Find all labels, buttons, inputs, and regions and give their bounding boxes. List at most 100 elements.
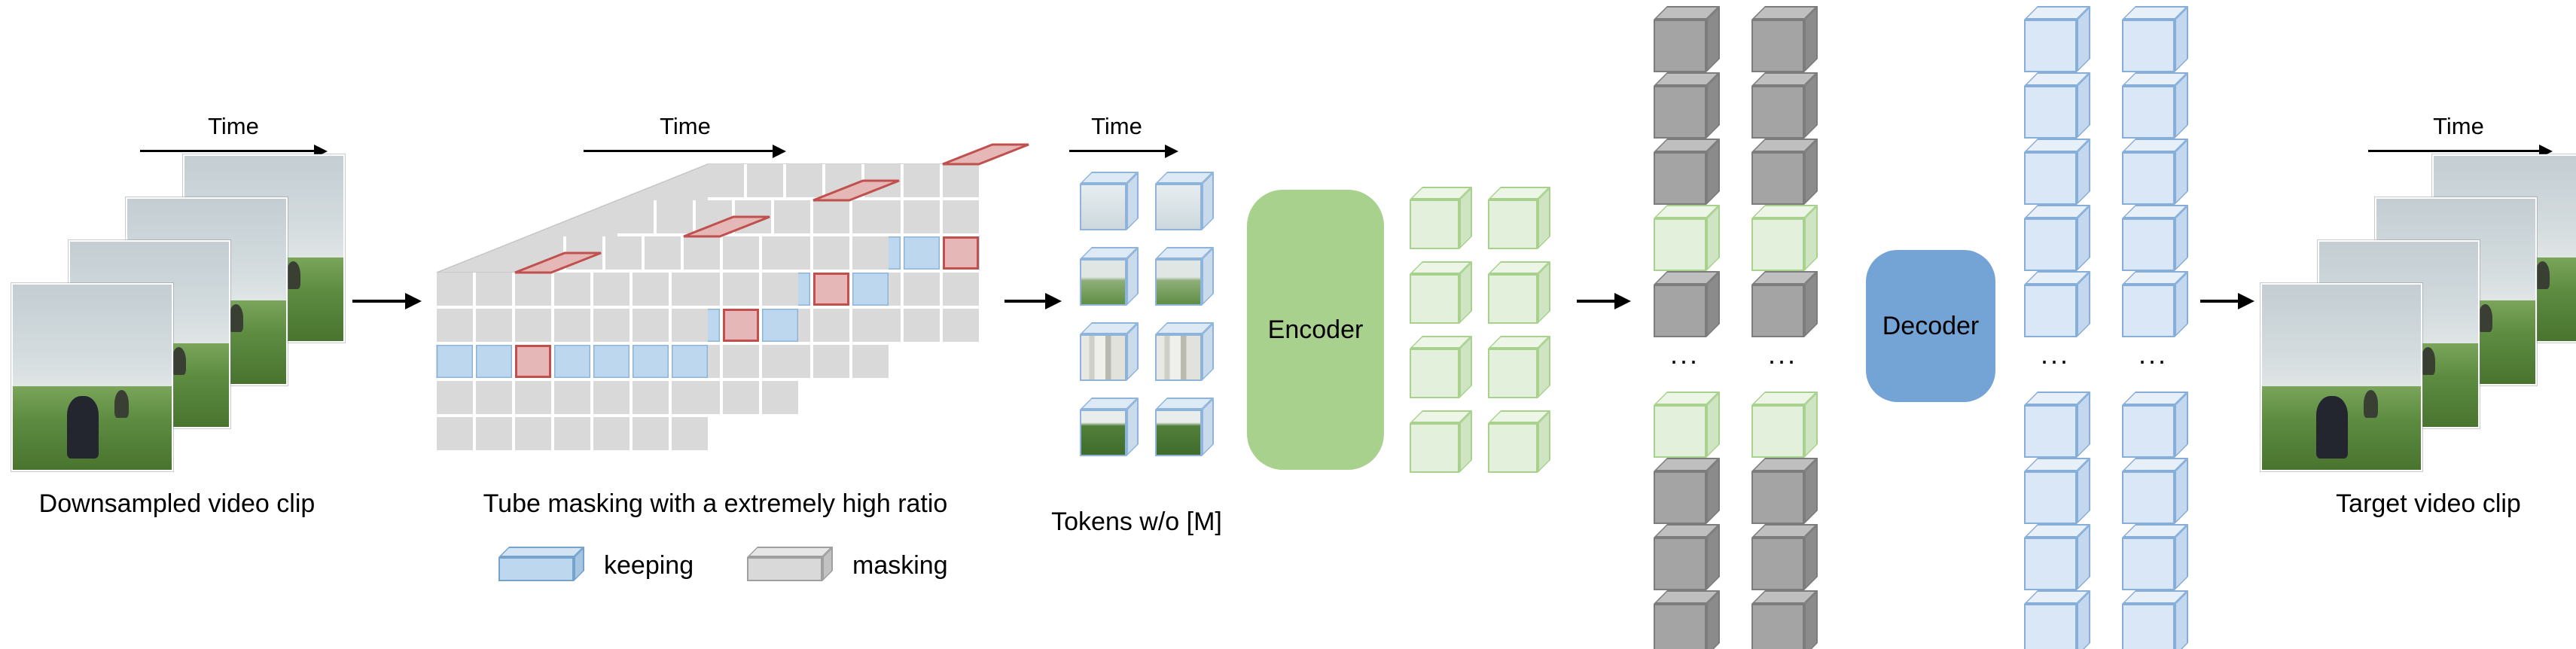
- highlighted-patch: [813, 273, 849, 306]
- cube-face-side: [1126, 398, 1139, 456]
- cube-face-front: [1080, 184, 1126, 230]
- masked-patch: [813, 309, 849, 342]
- cube-face-front: [1410, 274, 1459, 324]
- cube-face-front: [1080, 334, 1126, 381]
- cube-face-side: [1202, 398, 1214, 456]
- highlighted-patch: [515, 345, 551, 378]
- kept-patch: [476, 345, 512, 378]
- masked-patch: [437, 417, 473, 450]
- masked-patch: [593, 417, 630, 450]
- masked-patch: [515, 309, 551, 342]
- cube-face-front: [1751, 405, 1804, 458]
- time-arrow-output: [2368, 144, 2553, 158]
- cube-face-front: [2024, 20, 2077, 72]
- tokens-caption: Tokens w/o [M]: [1051, 507, 1222, 536]
- flow-arrow-1: [352, 293, 422, 309]
- masked-patch: [476, 417, 512, 450]
- masked-patch: [617, 200, 654, 233]
- cube-face-front: [2024, 285, 2077, 337]
- visible-token-cube: [1155, 322, 1214, 381]
- masked-patch: [762, 345, 798, 378]
- time-label-output: Time: [2433, 113, 2484, 139]
- masked-patch: [852, 236, 889, 270]
- cube-face-front: [1751, 218, 1804, 271]
- cube-face-front: [2122, 604, 2175, 649]
- masked-patch: [747, 164, 783, 197]
- blue-token-cube: [2024, 6, 2090, 72]
- mask-grid: [437, 273, 708, 450]
- legend-keeping: keeping: [498, 547, 694, 584]
- encoded-token-cube: [1488, 336, 1550, 398]
- frame-sky: [13, 285, 172, 387]
- masked-patch: [672, 381, 708, 414]
- kept-patch: [904, 236, 940, 270]
- cube-face-front: [2122, 405, 2175, 458]
- cube-face-side: [1126, 247, 1139, 306]
- time-arrow-tokens: [1069, 144, 1178, 158]
- cube-face-front: [2122, 152, 2175, 205]
- kept-patch: [437, 345, 473, 378]
- encoded-tokens: [1410, 187, 1568, 480]
- masked-patch: [672, 309, 708, 342]
- masked-patch: [476, 381, 512, 414]
- cube-face-front: [1751, 20, 1804, 72]
- cube-face-front: [1654, 218, 1706, 271]
- flow-arrow-4: [2200, 293, 2254, 309]
- decoded-token-columns: ......: [2024, 6, 2197, 649]
- masked-patch: [476, 309, 512, 342]
- highlighted-roof-patch: [683, 215, 770, 238]
- blue-token-cube: [2122, 139, 2188, 205]
- cube-face-front: [1751, 538, 1804, 590]
- output-video-frames: [2260, 154, 2576, 474]
- masked-patch: [723, 236, 759, 270]
- cube-face-front: [2024, 405, 2077, 458]
- gray-token-cube: [1654, 524, 1720, 590]
- cube-face-front: [1410, 349, 1459, 398]
- cube-face-front: [1410, 423, 1459, 473]
- tube-masking-grids: [436, 143, 1029, 465]
- cube-face-front: [2024, 152, 2077, 205]
- blue-token-cube: [2024, 271, 2090, 337]
- legend-item: masking: [747, 547, 948, 584]
- cube-face-front: [2122, 20, 2175, 72]
- blue-token-cube: [2024, 524, 2090, 590]
- kept-patch: [554, 345, 590, 378]
- ellipsis: ...: [1768, 339, 1798, 370]
- kept-patch: [762, 309, 798, 342]
- kept-patch: [593, 345, 630, 378]
- masked-patch: [684, 236, 720, 270]
- decoder-label: Decoder: [1882, 311, 1980, 340]
- cube-face-front: [1751, 86, 1804, 139]
- masked-patch: [554, 417, 590, 450]
- cube-face-front: [1155, 334, 1202, 381]
- frame-player2: [2478, 304, 2493, 333]
- time-label-masking: Time: [660, 113, 711, 139]
- masked-patch: [605, 236, 642, 270]
- cube-face-front: [1654, 285, 1706, 337]
- masked-patch: [593, 309, 630, 342]
- frame-player2: [2421, 347, 2436, 376]
- cube-face-front: [1488, 200, 1538, 249]
- cube-face-front: [2122, 86, 2175, 139]
- cube-face-front: [747, 557, 822, 581]
- gray-token-cube: [1654, 590, 1720, 649]
- masked-patch: [762, 236, 798, 270]
- masked-patch: [723, 273, 759, 306]
- blue-token-cube: [2024, 590, 2090, 649]
- cube-face-front: [2122, 538, 2175, 590]
- frame-player2: [172, 347, 187, 376]
- masked-patch: [852, 309, 889, 342]
- masked-patch: [813, 236, 849, 270]
- cube-face-front: [1080, 410, 1126, 456]
- gray-token-cube: [1654, 271, 1720, 337]
- masked-patch: [633, 273, 669, 306]
- cube-face-front: [1654, 20, 1706, 72]
- cube-face-front: [1654, 538, 1706, 590]
- time-arrow-masking: [584, 144, 786, 158]
- highlighted-patch: [723, 309, 759, 342]
- cube-face-front: [1080, 259, 1126, 306]
- masked-patch: [554, 273, 590, 306]
- blue-token-cube: [2122, 458, 2188, 524]
- blue-token-cube: [2122, 6, 2188, 72]
- cube-face-top: [498, 547, 584, 557]
